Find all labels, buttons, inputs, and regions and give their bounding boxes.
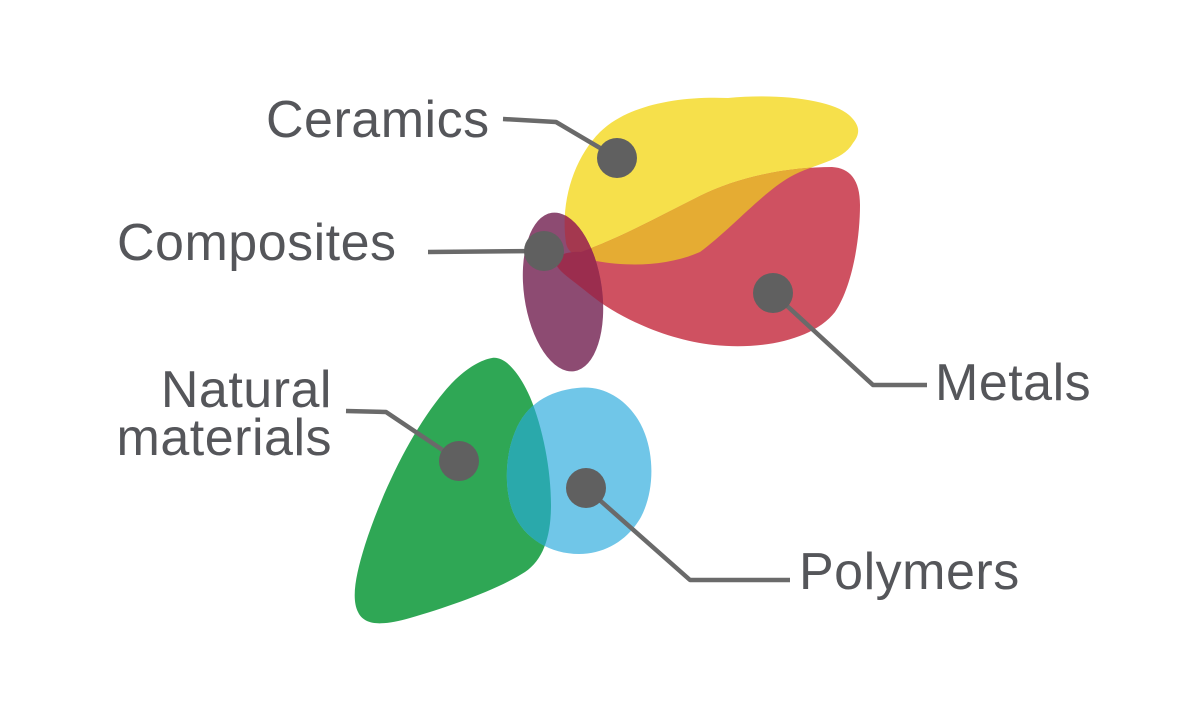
polymers-leader-line [584, 486, 790, 583]
composites-label: Composites [117, 214, 397, 272]
composites-dot [524, 231, 564, 271]
ceramics-label: Ceramics [266, 91, 490, 149]
metals-label: Metals [935, 354, 1092, 412]
natural-materials-label-line2: materials [116, 409, 332, 467]
metals-dot [753, 273, 793, 313]
natural-materials-label: Natural materials [80, 361, 332, 467]
ceramics-dot [597, 138, 637, 178]
ceramics-blob [564, 96, 859, 265]
natural-materials-leader-line [345, 408, 461, 463]
polymers-dot [566, 468, 606, 508]
natural-materials-blob [354, 357, 551, 624]
metals-leader-line [771, 291, 927, 388]
natural-materials-label-line1: Natural [160, 361, 332, 419]
natural-materials-dot [439, 441, 479, 481]
ceramics-leader-line [502, 116, 619, 160]
polymers-label: Polymers [799, 543, 1020, 601]
